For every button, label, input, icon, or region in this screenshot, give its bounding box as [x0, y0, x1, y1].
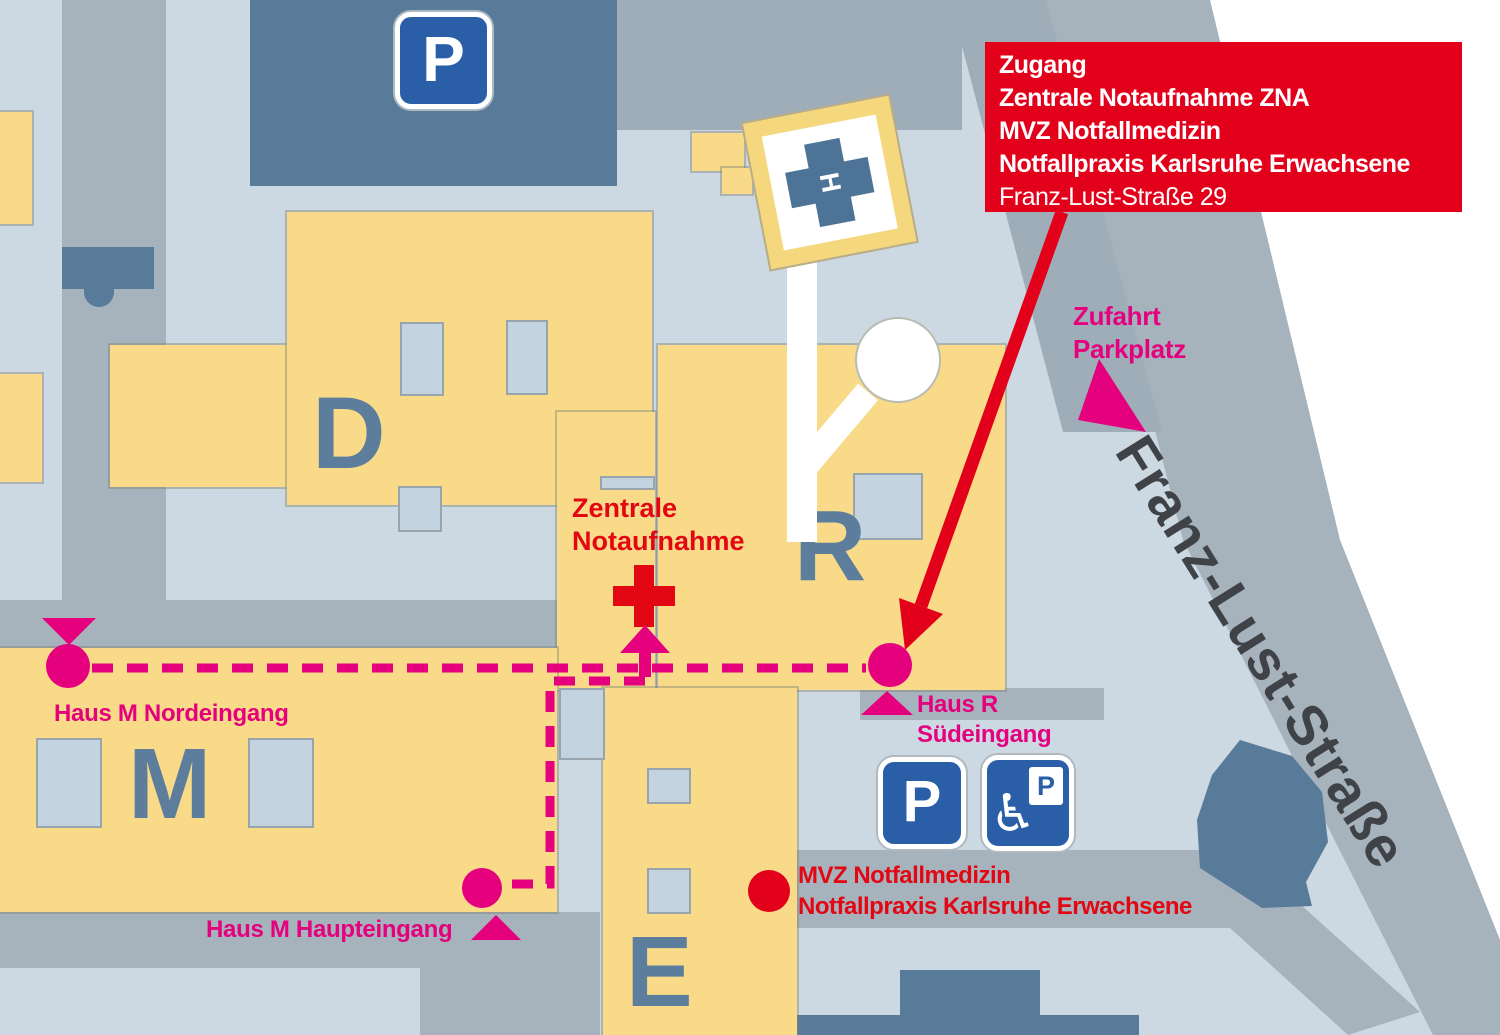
zufahrt-parkplatz-label: Zufahrt Parkplatz [1073, 300, 1186, 366]
zufahrt-line2: Parkplatz [1073, 334, 1186, 364]
road-between-d-and-m [0, 600, 557, 648]
wheelchair-icon: ♿ [990, 784, 1037, 844]
building-south-bar [747, 1015, 1139, 1035]
parking-p-glyph: P [902, 768, 942, 834]
courtyard-window [600, 476, 655, 490]
courtyard-window [36, 738, 102, 828]
building-d-wing [110, 345, 290, 487]
suedeingang-line1: Haus R [917, 691, 998, 718]
courtyard-window [506, 320, 548, 395]
parking-p-glyph: P [422, 22, 465, 95]
road-west [62, 0, 166, 648]
suedeingang-line2: Südeingang [917, 721, 1052, 748]
zentrale-line2: Notaufnahme [572, 526, 745, 556]
parking-sign-icon: P [395, 12, 492, 109]
building-label-e: E [626, 916, 693, 1028]
access-info-line5: Franz-Lust-Straße 29 [999, 183, 1227, 211]
nordeingang-label: Haus M Nordeingang [54, 700, 289, 727]
access-info-line1: Zugang [999, 51, 1087, 79]
footpath-white [787, 240, 817, 542]
courtyard-window [248, 738, 314, 828]
building-fragment-west-1 [0, 112, 32, 224]
road-haupteingang-south [420, 960, 600, 1035]
building-south-step [900, 970, 1040, 1017]
parking-p-glyph: P [1029, 767, 1063, 805]
roundabout [855, 317, 941, 403]
building-label-m: M [128, 728, 212, 840]
courtyard-window [647, 868, 691, 914]
building-label-d: D [312, 376, 386, 490]
zufahrt-line1: Zufahrt [1073, 301, 1161, 331]
courtyard-window [400, 322, 444, 396]
access-info-line4: Notfallpraxis Karlsruhe Erwachsene [999, 150, 1410, 178]
courtyard-window [853, 473, 923, 540]
courtyard-window [559, 688, 605, 760]
building-fragment-west-2 [0, 374, 42, 482]
building-fragment-sign-2 [722, 168, 752, 194]
building-fragment-sign-1 [692, 133, 744, 171]
hospital-sign: H [743, 95, 917, 270]
access-info-line3: MVZ Notfallmedizin [999, 117, 1221, 145]
courtyard-window [647, 768, 691, 804]
zentrale-notaufnahme-label: Zentrale Notaufnahme [572, 492, 745, 558]
emergency-cross-bar [613, 586, 675, 606]
suedeingang-label: Haus R Südeingang [917, 690, 1052, 750]
haupteingang-label: Haus M Haupteingang [206, 916, 453, 943]
small-building-west-apse [84, 287, 114, 307]
access-info-box: Zugang Zentrale Notaufnahme ZNA MVZ Notf… [985, 42, 1462, 212]
hospital-sign-face: H [761, 114, 898, 251]
mvz-label: MVZ Notfallmedizin Notfallpraxis Karlsru… [798, 860, 1192, 922]
mvz-line2: Notfallpraxis Karlsruhe Erwachsene [798, 893, 1192, 920]
road-north [617, 0, 962, 130]
zentrale-line1: Zentrale [572, 493, 678, 523]
small-building-west [62, 247, 154, 289]
courtyard-window [398, 486, 442, 532]
mvz-line1: MVZ Notfallmedizin [798, 862, 1011, 889]
emergency-cross-icon [613, 565, 675, 627]
disabled-parking-sign-icon: ♿ P [982, 755, 1074, 851]
access-info-line2: Zentrale Notaufnahme ZNA [999, 84, 1310, 112]
parking-sign-icon: P [878, 757, 966, 849]
